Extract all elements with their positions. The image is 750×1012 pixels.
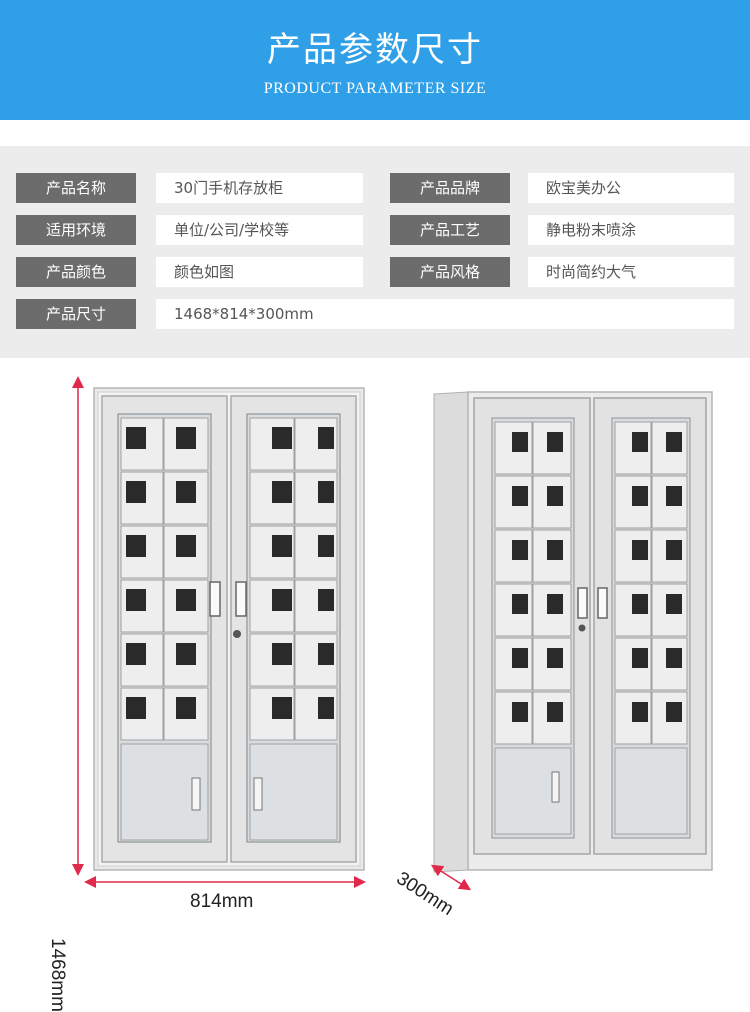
product-figure: 1468mm 814mm 300mm (0, 358, 750, 1012)
param-label-size: 产品尺寸 (16, 299, 136, 329)
page-title: 产品参数尺寸 (267, 30, 483, 70)
param-label-style: 产品风格 (390, 257, 510, 287)
width-label: 814mm (190, 891, 254, 912)
param-value-name: 30门手机存放柜 (156, 173, 363, 203)
header-banner: 产品参数尺寸 PRODUCT PARAMETER SIZE (0, 0, 750, 120)
angled-cabinet (433, 391, 713, 873)
param-value-style: 时尚简约大气 (528, 257, 734, 287)
param-label-brand: 产品品牌 (390, 173, 510, 203)
param-value-size: 1468*814*300mm (156, 299, 734, 329)
param-label-color: 产品颜色 (16, 257, 136, 287)
param-label-craft: 产品工艺 (390, 215, 510, 245)
param-label-environment: 适用环境 (16, 215, 136, 245)
param-label-name: 产品名称 (16, 173, 136, 203)
param-value-brand: 欧宝美办公 (528, 173, 734, 203)
cabinet-illustration (72, 376, 713, 891)
param-value-environment: 单位/公司/学校等 (156, 215, 363, 245)
param-value-craft: 静电粉末喷涂 (528, 215, 734, 245)
height-label: 1468mm (47, 938, 68, 1012)
parameter-table: 产品名称 30门手机存放柜 产品品牌 欧宝美办公 适用环境 单位/公司/学校等 … (0, 146, 750, 358)
front-cabinet (93, 387, 365, 871)
param-value-color: 颜色如图 (156, 257, 363, 287)
depth-dimension-line (430, 864, 472, 891)
page-subtitle: PRODUCT PARAMETER SIZE (263, 80, 487, 97)
